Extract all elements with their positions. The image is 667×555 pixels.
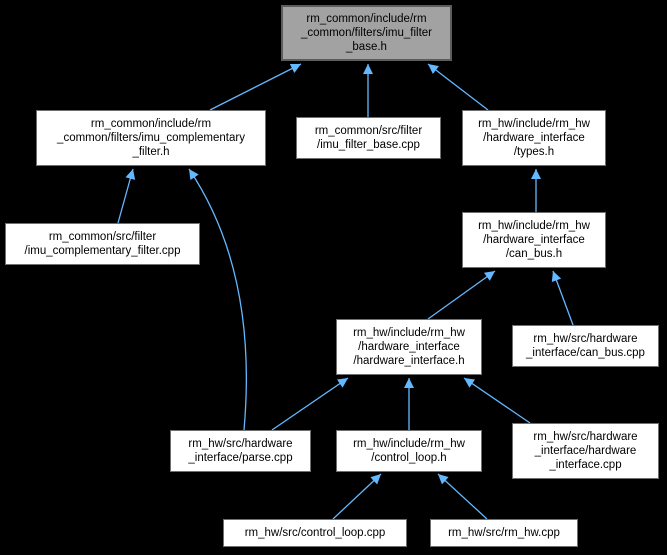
edge-imu-complementary-filter-cpp-to-imu-complementary-filter-h	[117, 168, 136, 224]
node-control-loop-h[interactable]: rm_hw/include/rm_hw /control_loop.h	[336, 430, 482, 472]
node-can-bus-h[interactable]: rm_hw/include/rm_hw /hardware_interface …	[462, 212, 606, 268]
node-imu-complementary-filter-h[interactable]: rm_common/include/rm _common/filters/imu…	[36, 110, 266, 166]
edge-control-loop-cpp-to-control-loop-h	[332, 473, 382, 520]
node-imu-complementary-filter-cpp[interactable]: rm_common/src/filter /imu_complementary_…	[5, 223, 200, 265]
edge-hardware-interface-cpp-to-hardware-interface-h	[463, 377, 531, 424]
edge-types-h-to-imu-filter-base-h	[427, 63, 489, 111]
node-hardware-interface-cpp[interactable]: rm_hw/src/hardware _interface/hardware _…	[512, 423, 659, 479]
edge-hardware-interface-h-to-can-bus-h	[427, 270, 496, 320]
node-imu-filter-base-cpp[interactable]: rm_common/src/filter /imu_filter_base.cp…	[296, 117, 441, 159]
node-imu-filter-base-h[interactable]: rm_common/include/rm _common/filters/imu…	[281, 5, 452, 61]
edge-imu-complementary-filter-h-to-imu-filter-base-h	[209, 63, 302, 111]
node-parse-cpp[interactable]: rm_hw/src/hardware _interface/parse.cpp	[170, 430, 311, 472]
node-rm-hw-cpp[interactable]: rm_hw/src/rm_hw.cpp	[430, 519, 578, 547]
edge-parse-cpp-to-hardware-interface-h	[271, 377, 349, 431]
node-hardware-interface-h[interactable]: rm_hw/include/rm_hw /hardware_interface …	[336, 319, 482, 375]
edge-rm-hw-cpp-to-control-loop-h	[437, 473, 488, 520]
node-can-bus-cpp[interactable]: rm_hw/src/hardware _interface/can_bus.cp…	[512, 325, 659, 367]
edge-can-bus-cpp-to-can-bus-h	[551, 270, 574, 326]
node-control-loop-cpp[interactable]: rm_hw/src/control_loop.cpp	[223, 519, 407, 547]
node-types-h[interactable]: rm_hw/include/rm_hw /hardware_interface …	[462, 110, 606, 166]
edge-parse-cpp-to-imu-complementary-filter-h	[188, 168, 248, 431]
